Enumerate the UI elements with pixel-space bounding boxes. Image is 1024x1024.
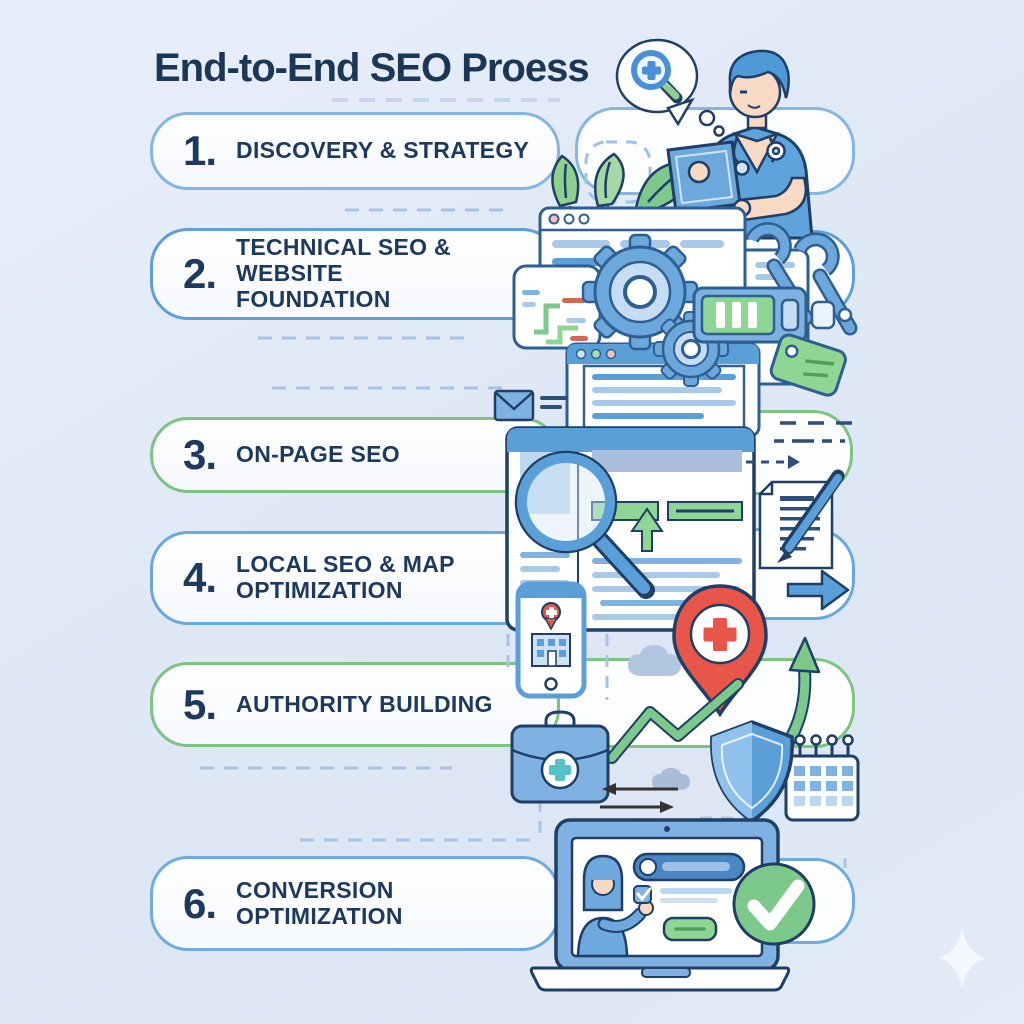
step-number: 6. bbox=[183, 879, 217, 927]
step-label: DISCOVERY & STRATEGY bbox=[236, 137, 530, 164]
step-number: 4. bbox=[183, 554, 217, 601]
step-number: 3. bbox=[183, 431, 217, 478]
step-label: ON-PAGE SEO bbox=[236, 441, 400, 468]
flow-connector-6 bbox=[560, 858, 855, 944]
step-bar-1: 1. DISCOVERY & STRATEGY bbox=[150, 112, 560, 190]
step-number: 5. bbox=[183, 680, 217, 728]
flow-connector-1 bbox=[575, 107, 855, 195]
sparkle-icon bbox=[938, 928, 986, 988]
price-tag-icon bbox=[769, 333, 847, 397]
step-number: 2. bbox=[183, 250, 217, 297]
flow-connector-4 bbox=[540, 528, 855, 620]
exchange-arrows-icon bbox=[600, 783, 678, 813]
step-bar-5: 5. AUTHORITY BUILDING bbox=[150, 662, 560, 747]
step-number: 1. bbox=[183, 127, 217, 174]
page-title: End-to-End SEO Proess bbox=[154, 46, 590, 90]
flow-connector-5 bbox=[520, 658, 855, 748]
step-bar-3: 3. ON-PAGE SEO bbox=[150, 417, 560, 493]
step-label: AUTHORITY BUILDING bbox=[236, 690, 493, 717]
flow-connector-3 bbox=[560, 410, 853, 495]
envelope-icon bbox=[493, 389, 568, 422]
flow-connector-2 bbox=[575, 230, 855, 318]
calendar-icon bbox=[784, 734, 860, 822]
